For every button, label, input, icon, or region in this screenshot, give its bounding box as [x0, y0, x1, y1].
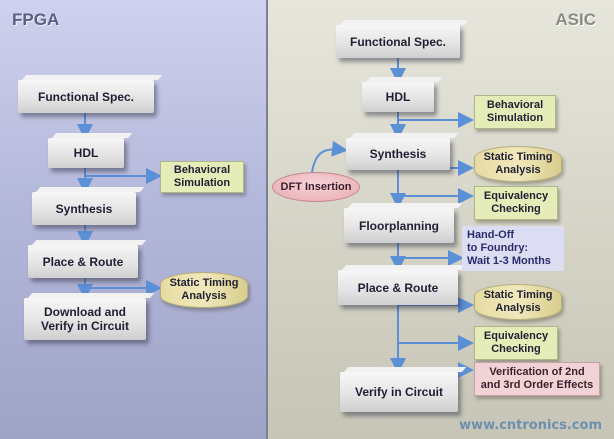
fpga-hdl-box: HDL [48, 138, 124, 168]
asic-equivalency-checking-1: Equivalency Checking [474, 186, 558, 220]
verification-2nd-3rd-order-box: Verification of 2nd and 3rd Order Effect… [474, 362, 600, 396]
asic-synthesis-box: Synthesis [346, 138, 450, 170]
asic-equivalency-checking-2: Equivalency Checking [474, 326, 558, 360]
asic-floorplanning-box: Floorplanning [344, 208, 454, 243]
fpga-download-verify-box: Download and Verify in Circuit [24, 298, 146, 340]
fpga-place-route-box: Place & Route [28, 245, 138, 278]
fpga-functional-spec-box: Functional Spec. [18, 80, 154, 113]
dft-insertion-oval: DFT Insertion [272, 172, 360, 202]
fpga-behavioral-simulation: Behavioral Simulation [160, 161, 244, 193]
watermark-text: www.cntronics.com [459, 418, 602, 433]
asic-hdl-box: HDL [362, 82, 434, 112]
fpga-title: FPGA [12, 10, 60, 29]
asic-functional-spec-box: Functional Spec. [336, 25, 460, 58]
asic-title: ASIC [555, 10, 596, 29]
asic-static-timing-analysis-2: Static Timing Analysis [474, 284, 562, 320]
arrow-dft-to-synthesis [311, 140, 348, 173]
handoff-foundry-note: Hand-Off to Foundry: Wait 1-3 Months [462, 226, 564, 271]
fpga-synthesis-box: Synthesis [32, 192, 136, 225]
asic-place-route-box: Place & Route [338, 270, 458, 305]
asic-behavioral-simulation: Behavioral Simulation [474, 95, 556, 129]
fpga-static-timing-analysis: Static Timing Analysis [160, 272, 248, 308]
asic-verify-circuit-box: Verify in Circuit [340, 372, 458, 412]
asic-static-timing-analysis-1: Static Timing Analysis [474, 146, 562, 182]
